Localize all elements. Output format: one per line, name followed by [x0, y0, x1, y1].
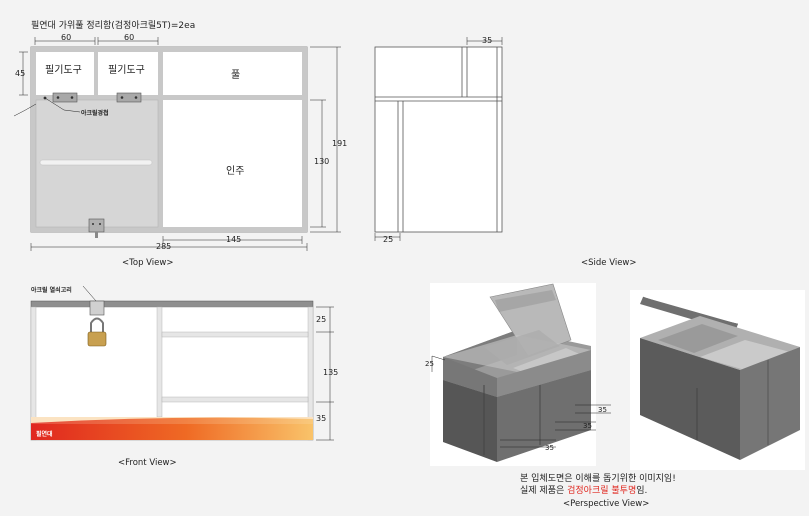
- note-text-red: 검정아크릴 불투명: [567, 486, 637, 496]
- perspective-2-side: [740, 347, 800, 460]
- note-text-b: 임.: [636, 486, 648, 496]
- dim-130: 130: [314, 157, 330, 166]
- side-view-outline: [374, 46, 503, 233]
- top-view-divider-vertical: [158, 47, 163, 232]
- dim-191: 191: [332, 139, 348, 148]
- dim-60-b: 60: [124, 33, 135, 42]
- caption-side-view: <Side View>: [581, 258, 637, 268]
- label-glue: 풀: [231, 70, 241, 81]
- lock-clasp: [88, 218, 105, 233]
- persp-dim-25: 25: [425, 360, 434, 368]
- perspective-2-front: [640, 338, 740, 460]
- svg-text:필연대: 필연대: [36, 430, 53, 438]
- front-dim-25: 25: [316, 315, 327, 324]
- dim-285: 285: [156, 242, 172, 251]
- caption-top-view: <Top View>: [122, 258, 174, 268]
- side-dim-25: 25: [383, 235, 394, 244]
- caption-perspective-view: <Perspective View>: [563, 499, 650, 509]
- persp-dim-35-b: 35: [583, 422, 592, 430]
- label-tool-2: 필기도구: [108, 65, 145, 76]
- dim-60-a: 60: [61, 33, 72, 42]
- hinge-left: [52, 92, 78, 103]
- front-view-base-stripe: [31, 424, 313, 440]
- padlock: [87, 331, 107, 347]
- caption-front-view: <Front View>: [118, 458, 177, 468]
- label-acrylic-lock: 아크릴 열쇠고리: [31, 287, 72, 294]
- front-dim-135: 135: [323, 368, 339, 377]
- drawing-title: 필연대 가위풀 정리함(검정아크릴5T)=2ea: [31, 21, 196, 31]
- lid-handle-slot: [39, 159, 153, 166]
- note-text-a: 실제 제품은: [520, 486, 568, 496]
- label-stamp-pad: 인주: [226, 166, 245, 177]
- front-dim-35: 35: [316, 414, 327, 423]
- hinge-right: [116, 92, 142, 103]
- dim-145: 145: [226, 235, 242, 244]
- perspective-note-line1: 본 입체도면은 이해를 돕기위한 이미지임!: [520, 474, 676, 484]
- perspective-note-line2: 실제 제품은 검정아크릴 불투명임.: [520, 483, 647, 496]
- label-hinge: 아크릴경첩: [81, 110, 109, 117]
- persp-dim-35-c: 35: [545, 444, 554, 452]
- side-dim-35: 35: [482, 36, 493, 45]
- dim-45: 45: [15, 69, 26, 78]
- lock-plate: [89, 300, 105, 316]
- label-tool-1: 필기도구: [45, 65, 82, 76]
- top-view-divider-horizontal: [31, 95, 307, 100]
- front-view-top-plate: [30, 300, 314, 308]
- perspective-side-face: [497, 370, 591, 462]
- persp-dim-35-a: 35: [598, 406, 607, 414]
